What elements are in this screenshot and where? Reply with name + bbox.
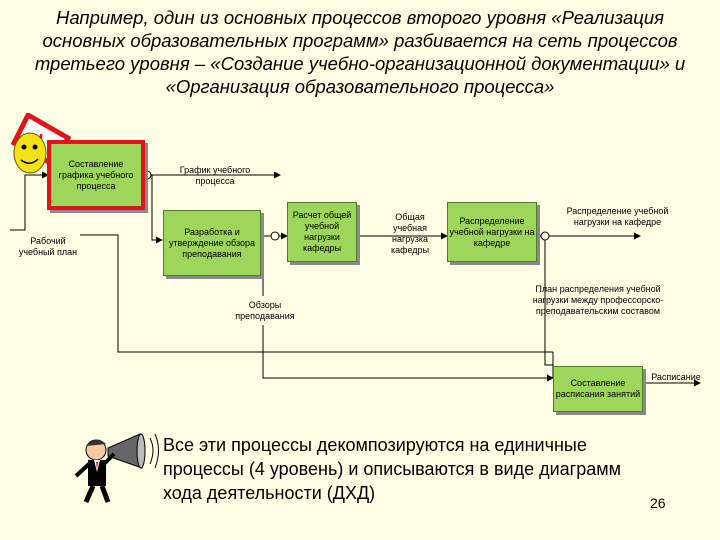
box-distribute-load-label: Распределение учебной нагрузки на кафедр… (449, 215, 535, 248)
box-timetable: Составление расписания занятий (553, 366, 643, 412)
label-total-load: Общая учебная нагрузка кафедры (390, 212, 430, 255)
page-number: 26 (650, 495, 666, 511)
box-calc-load: Расчет общей учебной нагрузки кафедры (287, 202, 357, 262)
box-develop-reviews-label: Разработка и утверждение обзора преподав… (168, 226, 256, 259)
label-dept-load: Распределение учебной нагрузки на кафедр… (566, 206, 669, 227)
box-timetable-label: Составление расписания занятий (555, 378, 641, 399)
title-line-3: третьего уровня – «Создание учебно-орган… (34, 53, 686, 74)
label-load-plan: План распределения учебной нагрузки межд… (532, 284, 664, 316)
box-develop-reviews: Разработка и утверждение обзора преподав… (163, 210, 261, 276)
summary-text: Все эти процессы декомпозируются на един… (163, 435, 622, 503)
title-line-2: основных образовательных программ» разби… (42, 30, 678, 51)
box-schedule-graph-label: Составление графика учебного процесса (58, 158, 134, 191)
title-line-1: Например, один из основных процессов вто… (55, 7, 665, 28)
page-title: Например, один из основных процессов вто… (20, 6, 700, 98)
man-with-megaphone-icon (74, 433, 159, 504)
label-curriculum: Рабочий учебный план (18, 236, 78, 257)
box-schedule-graph: Составление графика учебного процесса (47, 140, 145, 210)
title-line-4: «Организация образовательного процесса» (165, 76, 555, 97)
box-calc-load-label: Расчет общей учебной нагрузки кафедры (292, 210, 352, 253)
label-reviews: Обзоры преподавания (235, 300, 295, 321)
box-distribute-load: Распределение учебной нагрузки на кафедр… (447, 202, 537, 262)
label-schedule-output: График учебного процесса (179, 165, 251, 186)
label-timetable-output: Расписание (651, 372, 701, 382)
